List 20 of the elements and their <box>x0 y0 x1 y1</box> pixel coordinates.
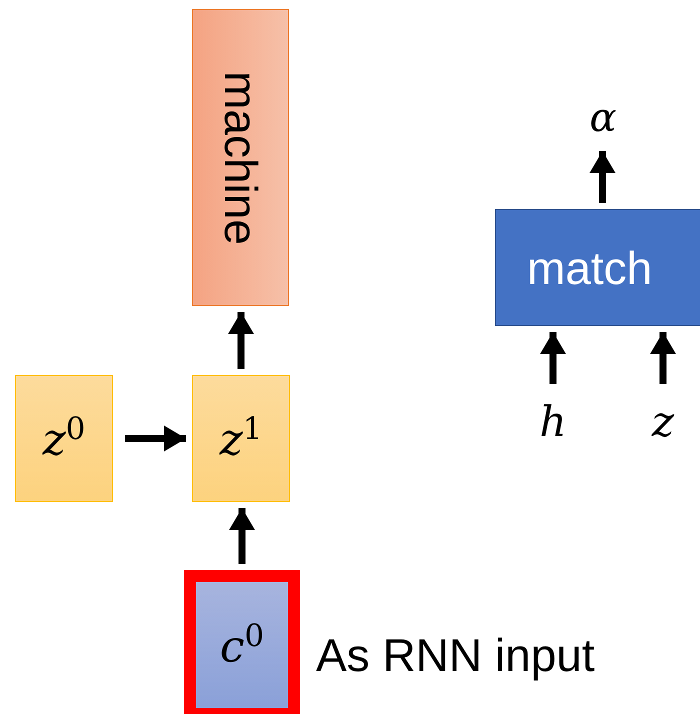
match-box <box>495 209 700 326</box>
arrow <box>540 332 566 384</box>
arrow <box>590 151 616 203</box>
state-box <box>192 375 290 502</box>
arrow <box>125 426 186 452</box>
box-label: match <box>527 240 652 294</box>
variable-h: h <box>539 396 567 446</box>
vertical-label: machine <box>214 70 268 244</box>
arrow <box>228 312 254 369</box>
box-label: z$^{0}$ <box>42 411 86 466</box>
context-box <box>184 570 300 714</box>
alpha-symbol: α <box>589 94 616 140</box>
arrow <box>650 332 676 384</box>
output-box <box>192 9 289 306</box>
arrow <box>229 508 255 564</box>
box-label: z$^{1}$ <box>220 411 262 466</box>
node-caption: As RNN input <box>316 628 595 682</box>
state-box <box>15 375 113 502</box>
box-label: c$^{0}$ <box>220 618 264 672</box>
variable-z: z <box>652 396 674 446</box>
